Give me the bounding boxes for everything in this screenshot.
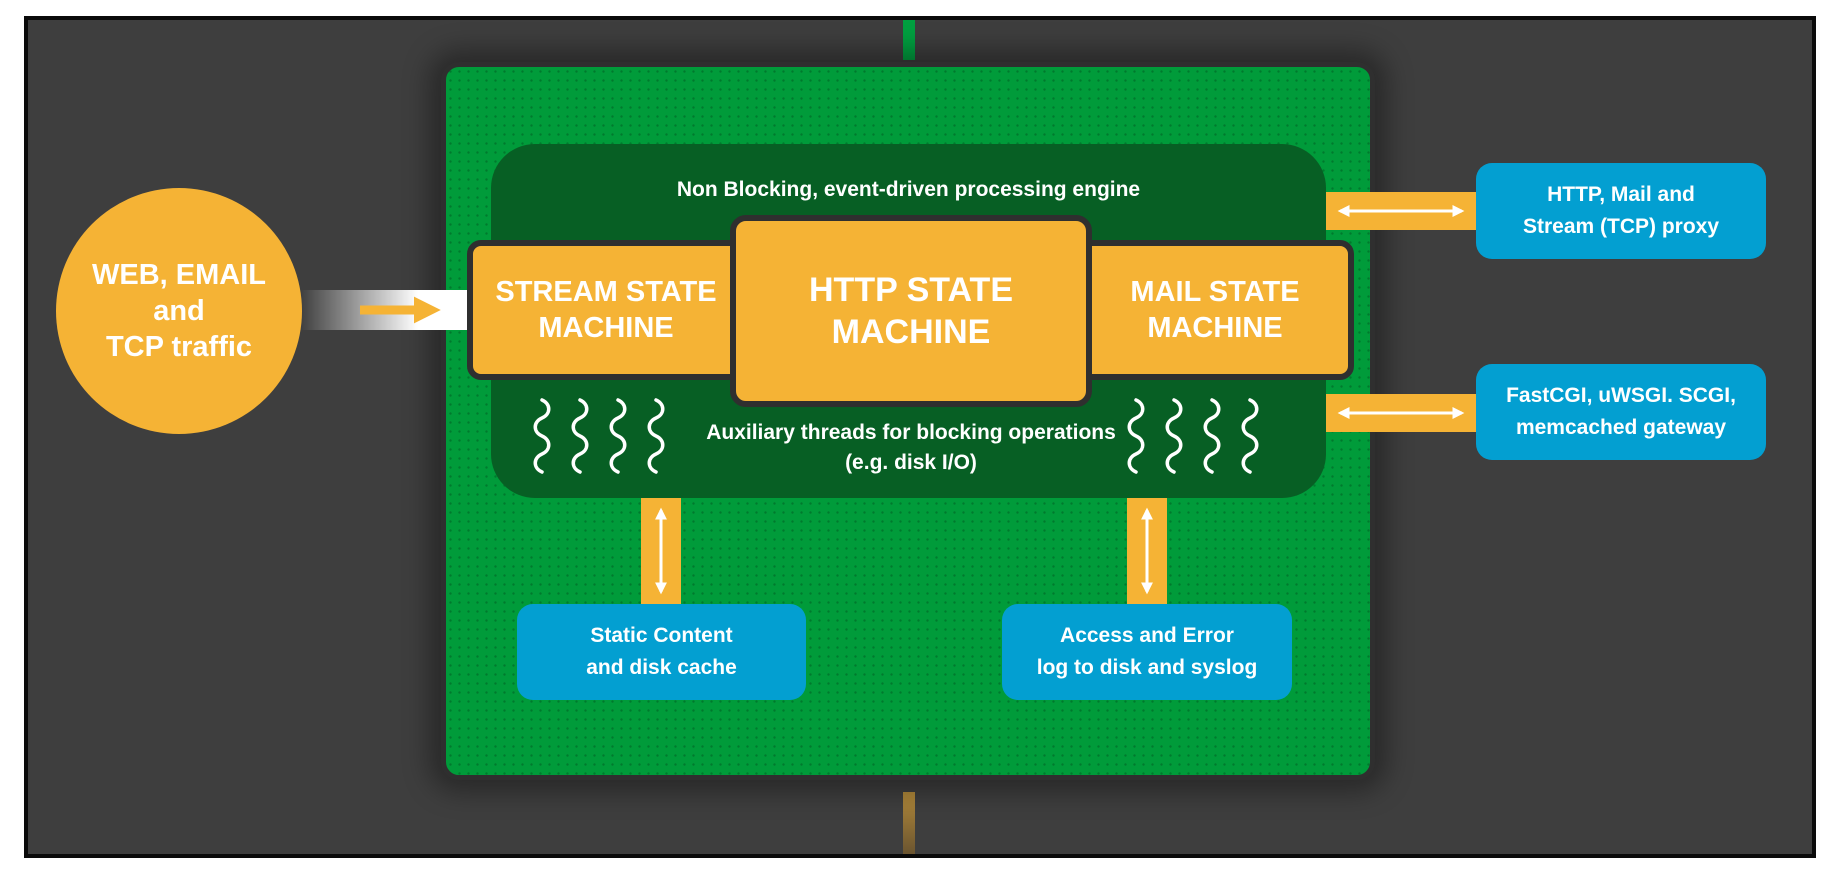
thread-wave-icon — [1203, 398, 1221, 474]
proxy-line-1: HTTP, Mail and — [1547, 183, 1695, 206]
stream-sm-line-1: STREAM STATE — [495, 276, 717, 308]
thread-wave-icon — [1165, 398, 1183, 474]
proxy-node: HTTP, Mail and Stream (TCP) proxy — [1476, 163, 1766, 259]
bottom-connector-line — [903, 792, 915, 854]
thread-wave-icon — [571, 398, 589, 474]
thread-wave-icon — [533, 398, 551, 474]
top-connector-line — [903, 20, 915, 60]
log-line-2: log to disk and syslog — [1036, 656, 1258, 679]
proxy-line-2: Stream (TCP) proxy — [1522, 215, 1720, 238]
engine-title: Non Blocking, event-driven processing en… — [676, 178, 1141, 201]
traffic-source-circle: WEB, EMAIL and TCP traffic — [56, 188, 302, 434]
static-line-1: Static Content — [590, 624, 733, 647]
gateway-line-2: memcached gateway — [1515, 416, 1727, 439]
traffic-line-1: WEB, EMAIL — [92, 259, 266, 291]
gateway-line-1: FastCGI, uWSGI. SCGI, — [1506, 384, 1736, 407]
stream-state-machine: STREAM STATE MACHINE — [467, 240, 745, 380]
thread-wave-icon — [1241, 398, 1259, 474]
http-state-machine: HTTP STATE MACHINE — [730, 215, 1092, 407]
log-line-1: Access and Error — [1060, 624, 1234, 647]
aux-line-2: (e.g. disk I/O) — [845, 451, 977, 474]
aux-line-1: Auxiliary threads for blocking operation… — [706, 421, 1116, 444]
thread-wave-icon — [609, 398, 627, 474]
gateway-node: FastCGI, uWSGI. SCGI, memcached gateway — [1476, 364, 1766, 460]
mail-state-machine: MAIL STATE MACHINE — [1076, 240, 1354, 380]
static-content-node: Static Content and disk cache — [517, 604, 806, 700]
traffic-line-3: TCP traffic — [105, 331, 253, 363]
thread-wave-icon — [1127, 398, 1145, 474]
http-sm-line-2: MACHINE — [831, 313, 991, 351]
auxiliary-threads-label: Auxiliary threads for blocking operation… — [681, 418, 1141, 478]
mail-sm-line-2: MACHINE — [1147, 312, 1283, 344]
traffic-line-2: and — [153, 295, 205, 327]
mail-sm-line-1: MAIL STATE — [1130, 276, 1300, 308]
static-line-2: and disk cache — [586, 656, 737, 679]
http-sm-line-1: HTTP STATE — [809, 271, 1013, 309]
thread-wave-icons — [533, 398, 1259, 474]
log-node: Access and Error log to disk and syslog — [1002, 604, 1292, 700]
thread-wave-icon — [647, 398, 665, 474]
stream-sm-line-2: MACHINE — [538, 312, 674, 344]
